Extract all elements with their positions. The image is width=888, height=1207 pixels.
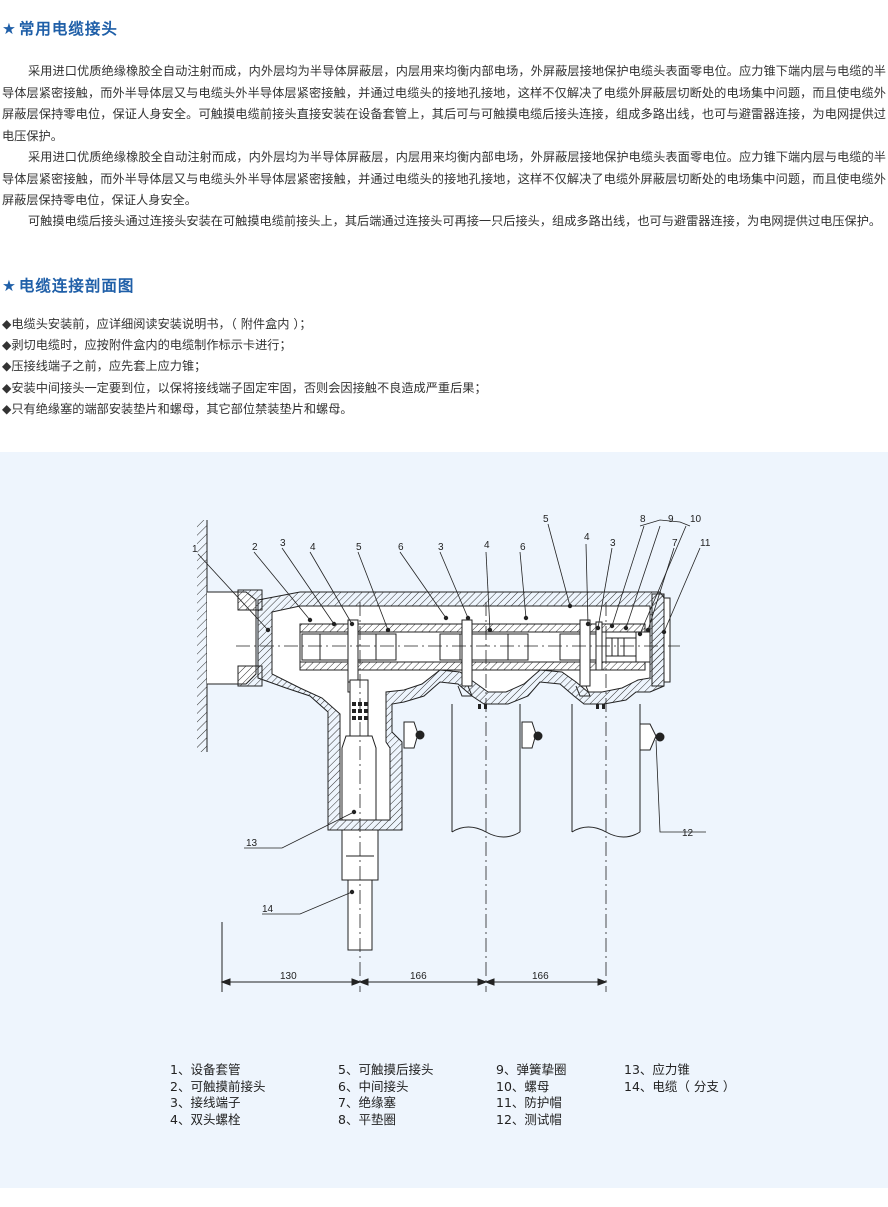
callout-5: 5: [543, 514, 549, 525]
callout-4: 4: [310, 542, 316, 553]
callout-labels: 1 2 3 4 5 6 3 4 6 5 4 3 8 9 10 7 11 12 1…: [192, 514, 711, 915]
callout-6: 6: [398, 542, 404, 553]
callout-4: 4: [484, 540, 490, 551]
callout-11: 11: [700, 538, 711, 549]
legend-item: 12、测试帽: [496, 1111, 562, 1127]
legend-item: 13、应力锥: [624, 1062, 690, 1077]
leader-lines: [197, 519, 706, 915]
callout-10: 10: [690, 514, 702, 525]
cable-connection-section-drawing: 130 166 166: [192, 514, 711, 992]
rear-cable-sections: [451, 704, 641, 838]
instruction-list: ◆电缆头安装前，应详细阅读安装说明书，（ 附件盒内 ）； ◆剥切电缆时，应按附件…: [2, 314, 882, 420]
legend-item: 11、防护帽: [496, 1095, 562, 1110]
callout-12: 12: [682, 828, 694, 839]
front-connector-body: [257, 591, 665, 831]
legend-item: 1、设备套管: [170, 1062, 241, 1077]
legend-item: 7、绝缘塞: [338, 1095, 396, 1110]
legend-item: 2、可触摸前接头: [170, 1078, 266, 1094]
instruction-item: ◆只有绝缘塞的端部安装垫片和螺母，其它部位禁装垫片和螺母。: [2, 401, 353, 416]
callout-3: 3: [280, 538, 286, 549]
star-icon: ★: [2, 20, 17, 38]
dimension-label: 166: [410, 971, 427, 982]
legend-column-4: 13、应力锥 14、电缆（ 分支 ）: [624, 1062, 735, 1095]
dimension-label: 166: [532, 971, 549, 982]
paragraph-1: 采用进口优质绝缘橡胶全自动注射而成，内外层均为半导体屏蔽层，内层用来均衡内部电场…: [2, 64, 886, 144]
legend-item: 5、可触摸后接头: [338, 1062, 434, 1077]
centerlines: [236, 602, 680, 992]
callout-14: 14: [262, 904, 274, 915]
callout-5: 5: [356, 542, 362, 553]
legend-column-1: 1、设备套管 2、可触摸前接头 3、接线端子 4、双头螺栓: [170, 1062, 265, 1128]
dimension-label: 130: [280, 971, 297, 982]
legend-item: 3、接线端子: [170, 1095, 241, 1110]
callout-3: 3: [610, 538, 616, 549]
section-title-section-diagram: ★电缆连接剖面图: [2, 274, 134, 296]
instruction-item: ◆电缆头安装前，应详细阅读安装说明书，（ 附件盒内 ）；: [2, 317, 312, 331]
paragraph-2: 采用进口优质绝缘橡胶全自动注射而成，内外层均为半导体屏蔽层，内层用来均衡内部电场…: [2, 150, 886, 208]
test-caps: [403, 721, 665, 751]
legend-column-2: 5、可触摸后接头 6、中间接头 7、绝缘塞 8、平垫圈: [338, 1062, 433, 1128]
callout-13: 13: [246, 838, 258, 849]
dimension-lines: 130 166 166: [220, 922, 608, 992]
instruction-item: ◆剥切电缆时，应按附件盒内的电缆制作标示卡进行；: [2, 338, 292, 353]
instruction-item: ◆安装中间接头一定要到位，以保将接线端子固定牢固，否则会因接触不良造成严重后果；: [2, 380, 487, 395]
protective-cap: [651, 593, 671, 687]
callout-2: 2: [252, 542, 258, 553]
callout-4: 4: [584, 532, 590, 543]
star-icon: ★: [2, 277, 17, 295]
callout-3: 3: [438, 542, 444, 553]
diagram-panel: 130 166 166: [0, 452, 888, 1188]
section-title-cable-joint: ★常用电缆接头: [2, 17, 118, 39]
section-title-text: 常用电缆接头: [18, 20, 118, 38]
callout-7: 7: [672, 538, 678, 549]
callout-1: 1: [192, 544, 198, 555]
legend-column-3: 9、弹簧挚圈 10、螺母 11、防护帽 12、测试帽: [496, 1062, 566, 1128]
callout-6: 6: [520, 542, 526, 553]
callout-8: 8: [640, 514, 646, 525]
legend-item: 14、电缆（ 分支 ）: [624, 1078, 736, 1094]
section-title-text: 电缆连接剖面图: [18, 277, 135, 295]
instruction-item: ◆压接线端子之前，应先套上应力锥；: [2, 359, 207, 374]
legend-item: 4、双头螺栓: [170, 1111, 241, 1127]
paragraph-3: 可触摸电缆后接头通过连接头安装在可触摸电缆前接头上，其后端通过连接头可再接一只后…: [28, 214, 882, 228]
legend-item: 8、平垫圈: [338, 1111, 396, 1127]
legend-item: 6、中间接头: [338, 1078, 409, 1094]
legend-item: 9、弹簧挚圈: [496, 1062, 567, 1077]
legend-item: 10、螺母: [496, 1078, 550, 1094]
callout-9: 9: [668, 514, 674, 525]
equipment-bushing: [207, 589, 263, 687]
